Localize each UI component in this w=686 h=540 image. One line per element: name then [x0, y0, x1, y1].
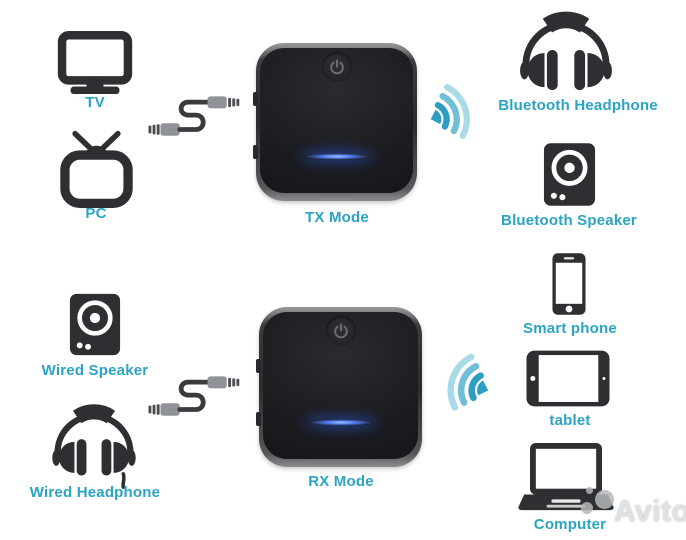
- wired-headphones-icon: [45, 401, 143, 489]
- tablet-label: tablet: [549, 412, 591, 429]
- smartphone-label: Smart phone: [523, 320, 617, 337]
- speaker-icon: [543, 142, 596, 207]
- blue-led-indicator: [302, 153, 371, 160]
- avito-watermark-text: Avito: [614, 495, 686, 528]
- side-button: [253, 145, 258, 159]
- wireless-signal-icon: [437, 353, 491, 419]
- bluetooth-headphone-label: Bluetooth Headphone: [498, 97, 658, 114]
- bluetooth-transceiver-rx: [256, 307, 422, 467]
- aux-audio-cable-icon: [148, 94, 244, 142]
- tablet-icon: [526, 350, 610, 407]
- aux-audio-cable-icon: [148, 374, 244, 422]
- side-button: [256, 359, 261, 373]
- tv-label: TV: [85, 94, 105, 111]
- bluetooth-speaker-label: Bluetooth Speaker: [501, 212, 637, 229]
- tx-mode-label: TX Mode: [305, 209, 369, 226]
- wireless-signal-icon: [428, 84, 480, 148]
- side-button: [253, 92, 258, 106]
- smartphone-icon: [552, 252, 586, 316]
- power-button-icon: [325, 316, 356, 346]
- avito-watermark: Avito: [574, 483, 686, 540]
- bluetooth-transceiver-tx: [253, 43, 417, 201]
- avito-logo-dot: [586, 487, 593, 494]
- computer-label: Computer: [533, 516, 607, 533]
- pc-label: PC: [85, 205, 107, 222]
- headphones-icon: [512, 8, 620, 96]
- flatscreen-tv-icon: [57, 31, 133, 95]
- speaker-icon: [69, 291, 121, 358]
- wired-speaker-label: Wired Speaker: [41, 362, 149, 379]
- crt-tv-icon: [59, 130, 134, 208]
- power-button-icon: [321, 52, 352, 82]
- side-button: [256, 412, 261, 426]
- blue-led-indicator: [306, 419, 375, 426]
- avito-logo-dot: [581, 502, 593, 514]
- rx-mode-label: RX Mode: [308, 473, 374, 490]
- wired-headphone-label: Wired Headphone: [29, 484, 161, 501]
- avito-logo-dot: [595, 490, 614, 509]
